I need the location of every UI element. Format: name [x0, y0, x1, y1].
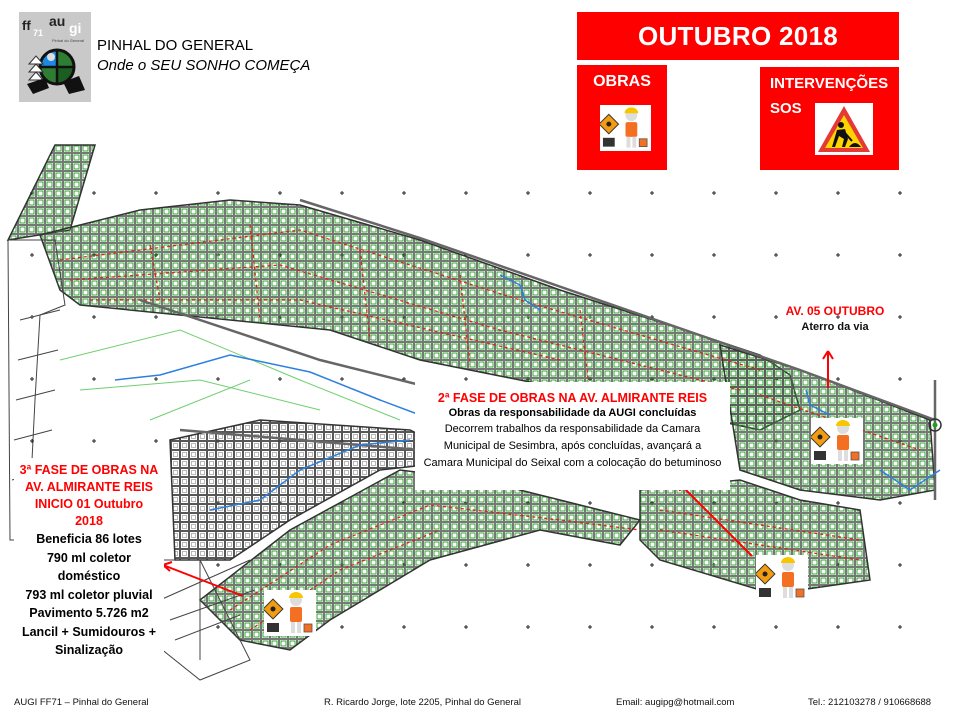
callout-fase3-title-line: INICIO 01 Outubro: [34, 497, 144, 511]
site-title-block: PINHAL DO GENERAL Onde o SEU SONHO COMEÇ…: [97, 36, 310, 76]
callout-fase3-almirante-reis: 3ª FASE DE OBRAS NA AV. ALMIRANTE REIS I…: [14, 458, 164, 658]
footer-address: R. Ricardo Jorge, lote 2205, Pinhal do G…: [324, 697, 521, 708]
augi-ff71-logo: ff 71 au gi Pinhal do General: [19, 12, 91, 102]
svg-text:Pinhal do General: Pinhal do General: [52, 38, 84, 43]
callout-fase3-title-line: 3ª FASE DE OBRAS NA: [19, 463, 159, 477]
callout-fase3-detail: 793 ml coletor pluvial: [25, 587, 153, 602]
callout-fase3-detail: 790 ml coletor: [46, 550, 132, 565]
callout-fase2-title: 2ª FASE DE OBRAS NA AV. ALMIRANTE REIS: [437, 391, 708, 405]
callout-fase3-detail: Pavimento 5.726 m2: [29, 606, 149, 620]
footer-phone: Tel.: 212103278 / 910668688: [808, 697, 932, 708]
legend-sos-label-line1: INTERVENÇÕES: [770, 75, 889, 92]
callout-fase3-detail: Sinalização: [54, 643, 124, 657]
month-banner: OUTUBRO 2018: [577, 12, 899, 60]
svg-text:gi: gi: [69, 20, 81, 36]
callout-fase3-title-line: AV. ALMIRANTE REIS: [24, 480, 154, 494]
callout-av05-subtitle: Aterro da via: [801, 321, 869, 333]
worker-marker-fase2: [756, 555, 808, 601]
callout-fase2-body: Decorrem trabalhos da responsabilidade d…: [423, 423, 722, 469]
callout-fase2-almirante-reis: 2ª FASE DE OBRAS NA AV. ALMIRANTE REIS O…: [415, 382, 730, 490]
construction-worker-icon: [264, 592, 313, 633]
footer: AUGI FF71 – Pinhal do General R. Ricardo…: [0, 697, 960, 713]
svg-text:71: 71: [33, 28, 43, 38]
construction-worker-icon: [811, 420, 860, 461]
augi-ff71-logo-icon: ff 71 au gi Pinhal do General: [22, 13, 85, 94]
footer-email[interactable]: Email: augipg@hotmail.com: [616, 697, 735, 708]
footer-org: AUGI FF71 – Pinhal do General: [14, 697, 149, 708]
legend-obras-label: OBRAS: [593, 73, 651, 90]
site-title: PINHAL DO GENERAL: [97, 37, 254, 54]
callout-av05-title: AV. 05 OUTUBRO: [785, 304, 885, 318]
callout-fase2-subtitle: Obras da responsabilidade da AUGI conclu…: [448, 407, 697, 419]
svg-text:ff: ff: [22, 18, 31, 33]
legend-sos-label-line2: SOS: [770, 100, 802, 117]
worker-marker-av05: [811, 418, 863, 464]
construction-worker-icon: [756, 557, 805, 598]
callout-fase3-title-line: 2018: [75, 514, 103, 528]
site-slogan: Onde o SEU SONHO COMEÇA: [97, 57, 311, 74]
callout-fase3-detail: doméstico: [57, 569, 121, 583]
callout-av-05-outubro: AV. 05 OUTUBRO Aterro da via: [760, 303, 910, 335]
callout-fase3-detail: Beneficia 86 lotes: [36, 532, 142, 546]
callout-fase3-detail: Lancil + Sumidouros +: [21, 624, 157, 639]
svg-text:au: au: [49, 13, 65, 29]
worker-marker-fase3: [264, 590, 316, 636]
